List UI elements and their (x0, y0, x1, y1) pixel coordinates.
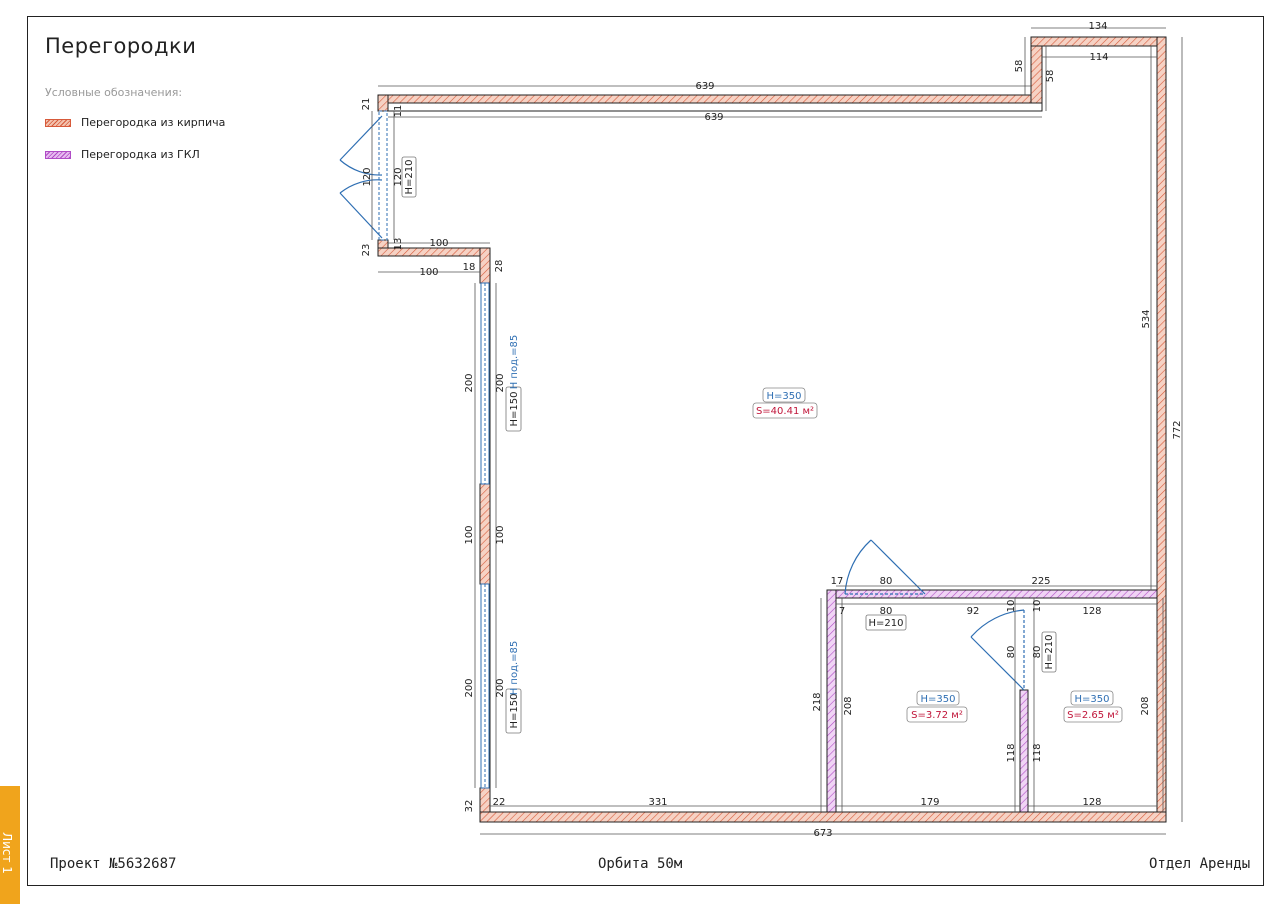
dim-120b: 120 (393, 167, 404, 186)
dim-80d: 80 (1032, 646, 1043, 659)
window-2-height: H=150 (509, 694, 520, 729)
dim-notch-in: 58 (1045, 70, 1056, 83)
dim-10b: 10 (1032, 600, 1043, 613)
room-3-area: S=2.65 м² (1067, 710, 1119, 721)
door-b1-height: H=210 (869, 618, 904, 629)
window-1-height: H=150 (509, 392, 520, 427)
dim-92: 92 (967, 606, 980, 617)
legend-title: Условные обозначения: (45, 86, 183, 99)
dim-80b: 80 (880, 606, 893, 617)
wall-left-top (377, 94, 389, 112)
wall-bottom (479, 811, 1167, 823)
dim-right-outer: 772 (1172, 420, 1183, 439)
dim-10a: 10 (1006, 600, 1017, 613)
dim-200b: 200 (495, 373, 506, 392)
room-main-area: S=40.41 м² (756, 406, 814, 417)
wall-west (479, 247, 491, 284)
wall-top (377, 94, 1032, 104)
dim-225: 225 (1031, 576, 1050, 587)
footer-object: Орбита 50м (598, 856, 683, 872)
dim-bottom-outer: 673 (813, 828, 832, 839)
footer-department: Отдел Аренды (1149, 856, 1251, 872)
wall-notch-left (1030, 36, 1043, 104)
sheet-title: Перегородки (45, 34, 197, 58)
dim-7: 7 (839, 606, 845, 617)
legend-label-gkl: Перегородка из ГКЛ (81, 148, 200, 161)
dim-80c: 80 (1006, 646, 1017, 659)
window-2-sill: H под.=85 (509, 641, 520, 696)
dim-23: 23 (361, 244, 372, 257)
dim-17: 17 (831, 576, 844, 587)
gkl-wall-left (826, 589, 837, 813)
door-left-height: H=210 (404, 160, 415, 195)
dim-200c: 200 (464, 678, 475, 697)
dim-top-inner: 639 (704, 112, 723, 123)
dim-top-right-outer: 134 (1088, 21, 1107, 32)
dim-100d: 100 (495, 525, 506, 544)
dim-100a: 100 (429, 238, 448, 249)
dim-right-inner: 534 (1141, 309, 1152, 328)
brick-swatch (45, 118, 71, 127)
dim-18: 18 (463, 262, 476, 273)
wall-right (1156, 36, 1167, 823)
dim-118a: 118 (1006, 743, 1017, 762)
dim-notch-out: 58 (1014, 60, 1025, 73)
dim-128b: 128 (1082, 797, 1101, 808)
dim-208a: 208 (843, 696, 854, 715)
sheet-tab[interactable] (0, 786, 20, 904)
dim-100b: 100 (419, 267, 438, 278)
wall-pier (479, 483, 491, 585)
dim-208b: 208 (1140, 696, 1151, 715)
door-b2-height: H=210 (1044, 635, 1055, 670)
dim-200a: 200 (464, 373, 475, 392)
room-2-area: S=3.72 м² (911, 710, 963, 721)
dim-200d: 200 (495, 678, 506, 697)
legend-item-brick: Перегородка из кирпича (45, 116, 225, 129)
dim-21: 21 (361, 98, 372, 111)
dim-331: 331 (648, 797, 667, 808)
dim-100c: 100 (464, 525, 475, 544)
sheet-frame (27, 16, 1264, 886)
door-left-swing (339, 115, 383, 176)
window-1-sill: H под.=85 (509, 335, 520, 390)
dim-32: 32 (464, 800, 475, 813)
sheet-label: Лист 1 (0, 832, 14, 874)
gkl-swatch (45, 150, 71, 159)
room-2-height: H=350 (921, 694, 956, 705)
footer-project: Проект №5632687 (50, 856, 177, 872)
dim-28: 28 (494, 260, 505, 273)
dim-218: 218 (812, 692, 823, 711)
dim-120a: 120 (362, 167, 373, 186)
dim-128a: 128 (1082, 606, 1101, 617)
dim-80a: 80 (880, 576, 893, 587)
dim-top-outer: 639 (695, 81, 714, 92)
gkl-wall-mid (1019, 689, 1029, 813)
dim-22: 22 (493, 797, 506, 808)
legend-item-gkl: Перегородка из ГКЛ (45, 148, 200, 161)
wall-top-right (1030, 36, 1167, 47)
dim-top-right-inner: 114 (1089, 52, 1108, 63)
dim-179: 179 (920, 797, 939, 808)
door-b1-swing (844, 539, 926, 595)
dim-118b: 118 (1032, 743, 1043, 762)
legend-label-brick: Перегородка из кирпича (81, 116, 226, 129)
dim-11: 11 (393, 105, 404, 118)
room-main-height: H=350 (767, 391, 802, 402)
dim-13: 13 (393, 238, 404, 251)
room-3-height: H=350 (1075, 694, 1110, 705)
